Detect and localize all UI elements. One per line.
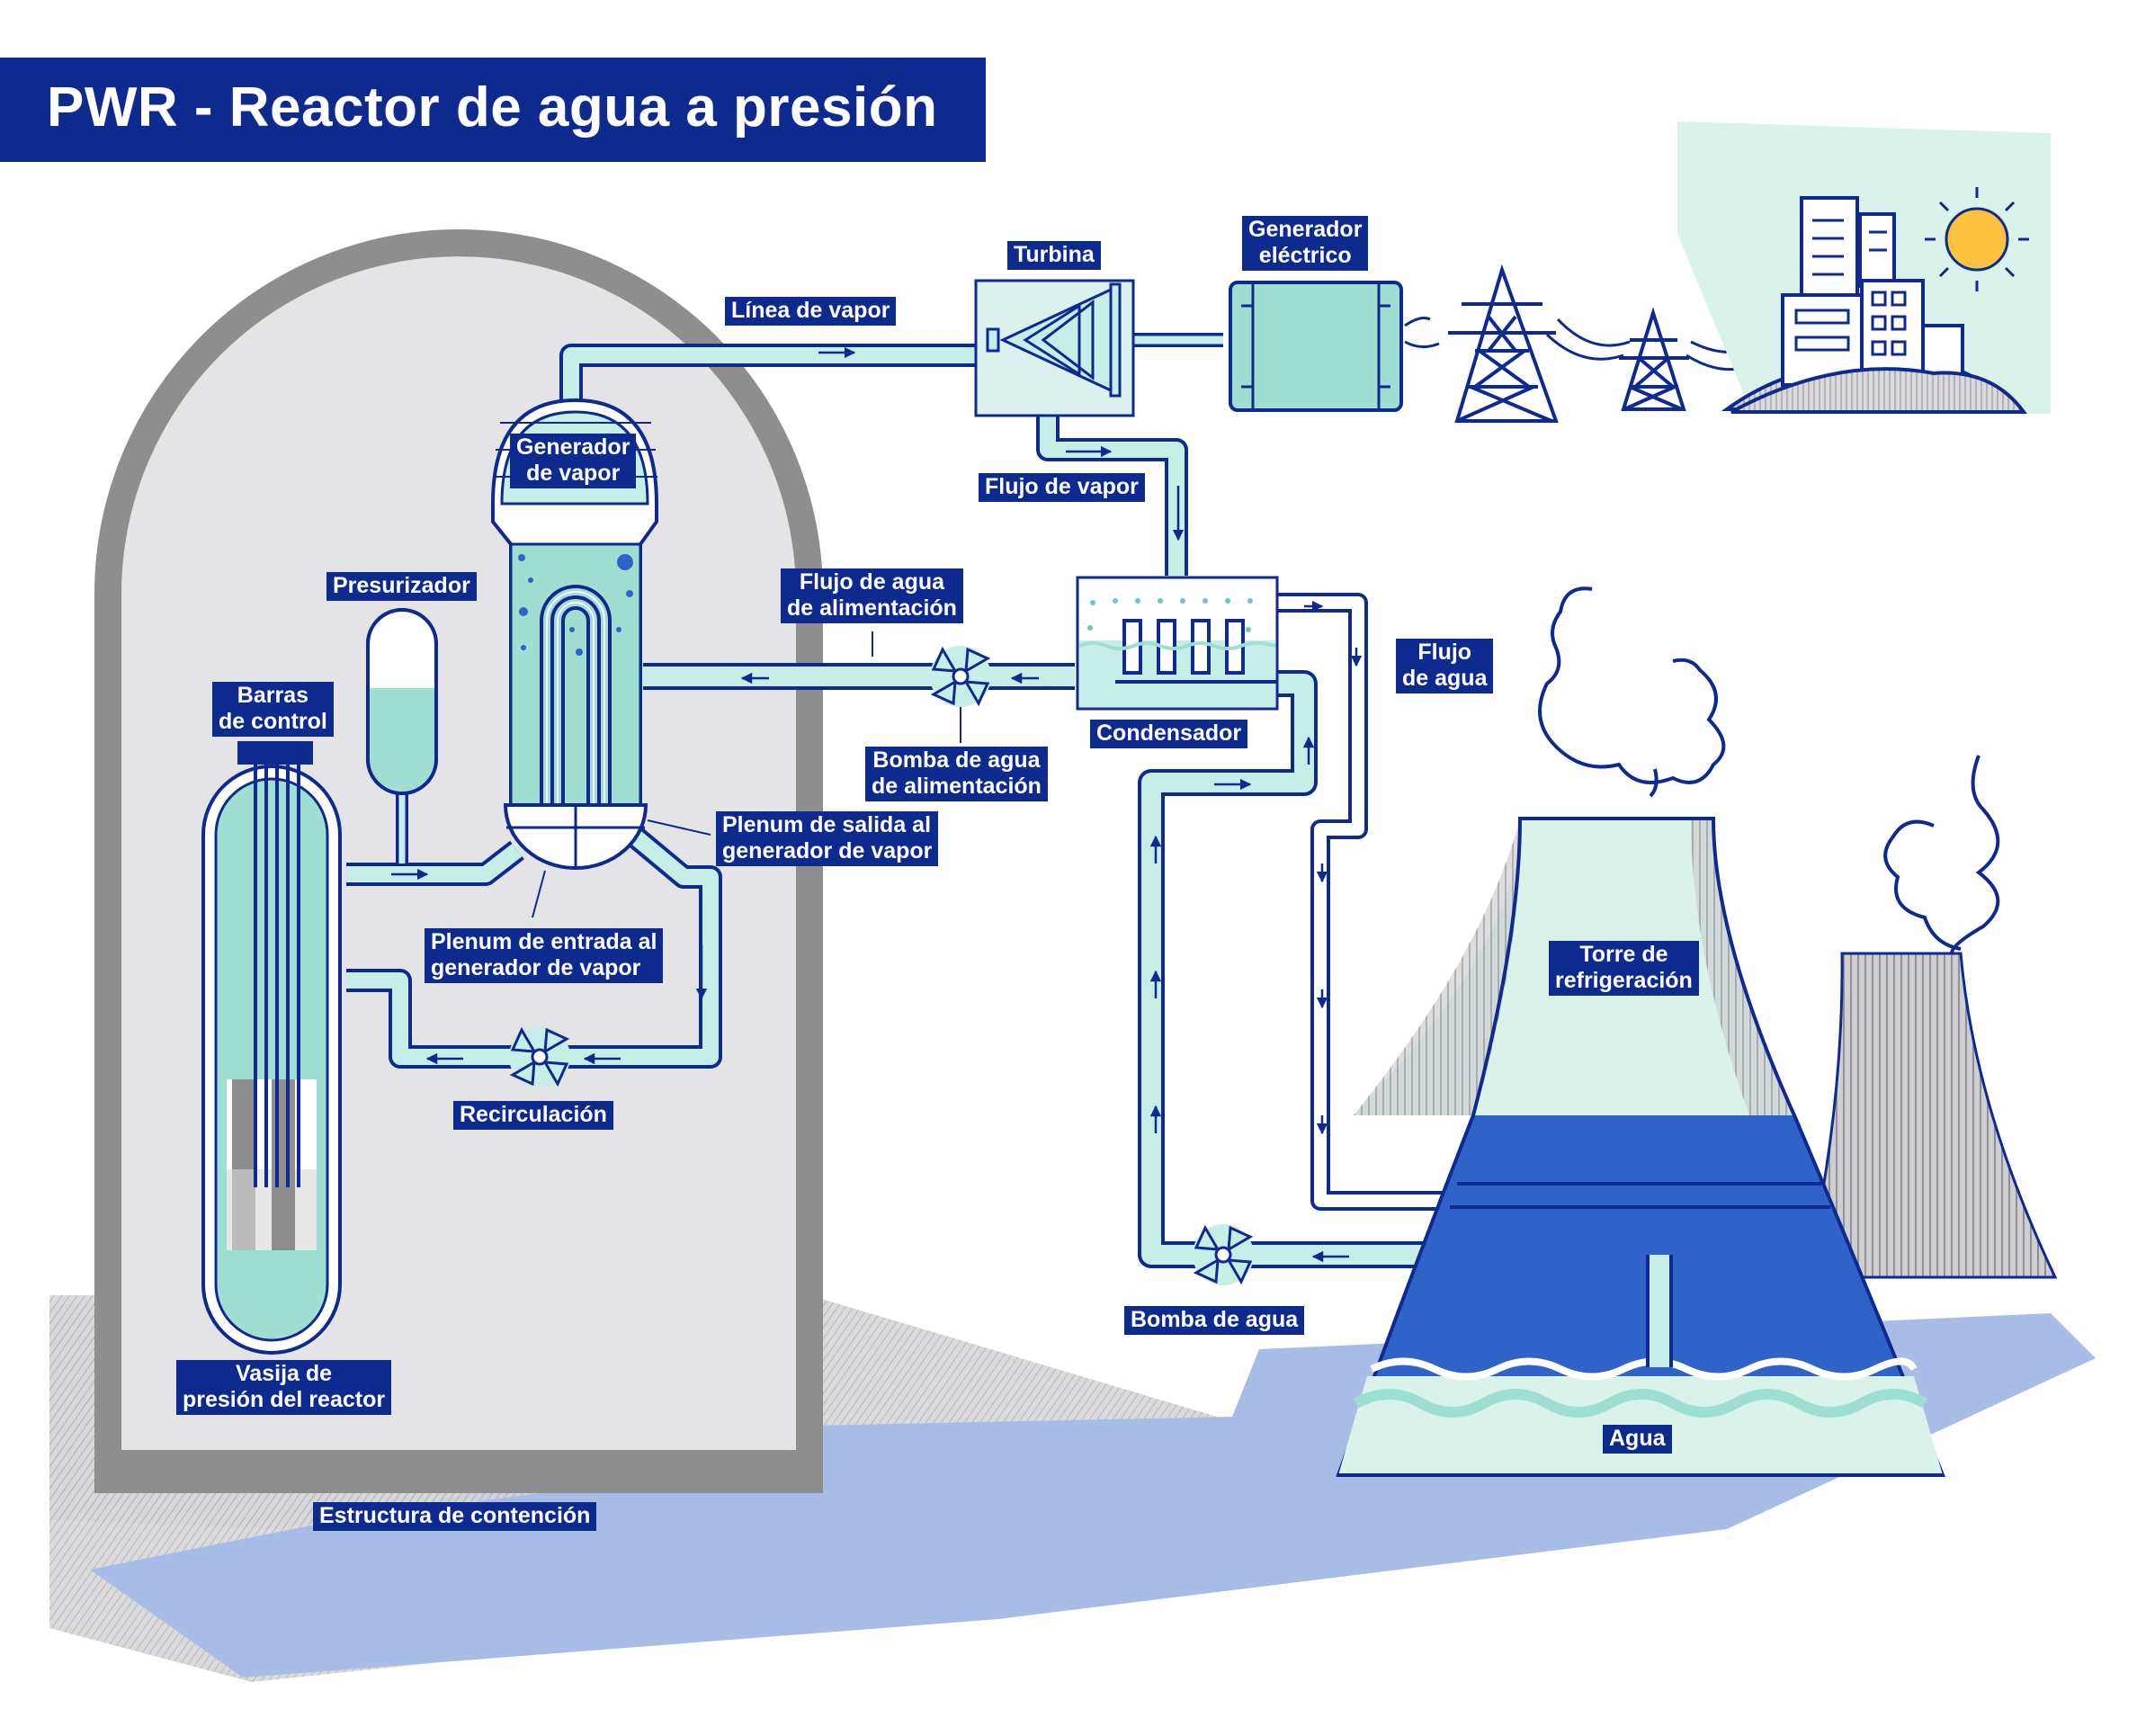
label-turbine: Turbina: [1007, 241, 1101, 270]
label-containment: Estructura de contención: [313, 1502, 597, 1531]
control-rods: [237, 741, 313, 1187]
label-recirculation: Recirculación: [453, 1101, 613, 1130]
turbine-icon: [974, 279, 1135, 417]
label-control-rods: Barras de control: [212, 682, 334, 737]
transmission-tower-icon: [1448, 264, 1559, 423]
label-inlet-plenum: Plenum de entrada al generador de vapor: [425, 928, 664, 983]
label-water-pump: Bomba de agua: [1124, 1306, 1305, 1335]
label-feedwater-flow: Flujo de agua de alimentación: [781, 568, 963, 623]
label-outlet-plenum: Plenum de salida al generador de vapor: [716, 811, 939, 866]
label-electric-generator: Generador eléctrico: [1242, 216, 1369, 271]
sun-icon: [1925, 187, 2029, 291]
label-steam-line: Línea de vapor: [725, 297, 897, 326]
label-condenser: Condensador: [1090, 720, 1248, 748]
label-pressurizer: Presurizador: [326, 572, 477, 601]
page-title: PWR - Reactor de agua a presión: [47, 76, 938, 139]
transmission-tower-icon: [1619, 307, 1689, 411]
steam-cloud-icon: [1538, 586, 2000, 954]
label-pressure-vessel: Vasija de presión del reactor: [176, 1360, 392, 1415]
label-feedwater-pump: Bomba de agua de alimentación: [865, 747, 1048, 801]
pump-icon: [1193, 1224, 1254, 1285]
cooling-tower-icon: [1804, 952, 2058, 1279]
generator-icon: [1229, 281, 1403, 412]
city-icon: [1677, 121, 2051, 414]
title-banner: [0, 58, 986, 162]
reactor-pressure-vessel: [201, 765, 342, 1355]
label-steam-generator: Generador de vapor: [510, 434, 637, 488]
label-cooling-tower: Torre de refrigeración: [1549, 941, 1699, 996]
pressurizer: [366, 608, 438, 795]
condenser: [1076, 576, 1279, 711]
label-water: Agua: [1603, 1425, 1672, 1454]
label-water-flow: Flujo de agua: [1396, 639, 1494, 694]
power-lines: [1404, 317, 1755, 371]
pump-icon: [509, 1026, 570, 1087]
label-steam-flow: Flujo de vapor: [979, 473, 1145, 502]
pump-icon: [930, 646, 991, 707]
leader-lines: [532, 631, 961, 918]
